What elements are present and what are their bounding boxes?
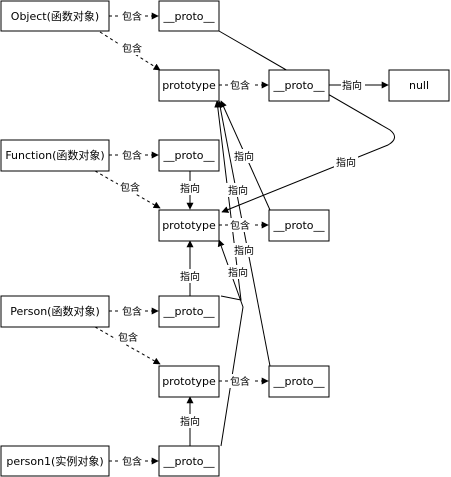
node-label: prototype [162,375,216,388]
edge-label-points-to: 指向 [342,79,362,92]
edge-label-points-to: 指向 [234,150,254,163]
node-person-function-proto[interactable]: __proto__ [158,295,220,328]
node-person1-instance[interactable]: person1(实例对象) [0,445,110,477]
node-object-prototype[interactable]: prototype [158,69,220,102]
node-function-function[interactable]: Function(函数对象) [0,139,110,172]
node-person-prototype[interactable]: prototype [158,365,220,398]
edge-label-points-to: 指向 [336,156,356,169]
edge-label-contains: 包含 [230,375,250,388]
edge-label-contains: 包含 [230,219,250,232]
node-object-function[interactable]: Object(函数对象) [0,0,110,32]
node-label: Function(函数对象) [5,148,104,162]
edge-label-contains: 包含 [230,79,250,92]
edge-label-points-to: 指向 [234,244,254,257]
node-object-prototype-proto[interactable]: __proto__ [268,69,330,102]
edge-label-contains: 包含 [122,305,142,318]
node-label: __proto__ [272,219,325,232]
node-function-function-proto[interactable]: __proto__ [158,139,220,172]
edge-person-contains-prototype [94,326,161,365]
edge-label-contains: 包含 [122,10,142,23]
edge-label-group: 包含 包含 包含 指向 包含 指向 指向 包含 指向 指向 包含 指向 指向 指… [116,9,365,468]
node-label: person1(实例对象) [6,454,103,468]
node-label: __proto__ [272,375,325,388]
node-person1-proto[interactable]: __proto__ [158,445,220,477]
node-person-prototype-proto[interactable]: __proto__ [268,365,330,398]
node-label: __proto__ [272,79,325,92]
node-label: Object(函数对象) [11,9,99,23]
node-label: __proto__ [162,305,215,318]
edge-label-points-to: 指向 [180,182,200,195]
node-label: prototype [162,219,216,232]
node-function-prototype[interactable]: prototype [158,209,220,242]
edge-person1-to-funcprototype-long [217,239,244,447]
node-function-prototype-proto[interactable]: __proto__ [268,209,330,242]
edge-label-contains: 包含 [120,181,140,194]
edge-label-contains: 包含 [118,331,138,344]
edge-label-contains: 包含 [122,149,142,162]
edge-label-points-to: 指向 [180,270,200,283]
edge-label-points-to: 指向 [228,184,248,197]
edge-personprotoproto-to-objprototype [216,100,271,367]
node-label: __proto__ [162,149,215,162]
node-label: Person(函数对象) [10,304,100,318]
edge-label-points-to: 指向 [228,266,248,279]
edge-objectproto-to-funcprototype [218,30,395,213]
node-object-function-proto[interactable]: __proto__ [158,0,220,32]
node-person-function[interactable]: Person(函数对象) [0,295,110,328]
edge-label-contains: 包含 [122,455,142,468]
node-label: null [409,79,429,92]
edge-label-points-to: 指向 [180,415,200,428]
node-label: __proto__ [162,10,215,23]
node-label: prototype [162,79,216,92]
node-null[interactable]: null [388,69,450,102]
edge-label-contains: 包含 [122,42,142,55]
node-label: __proto__ [162,455,215,468]
